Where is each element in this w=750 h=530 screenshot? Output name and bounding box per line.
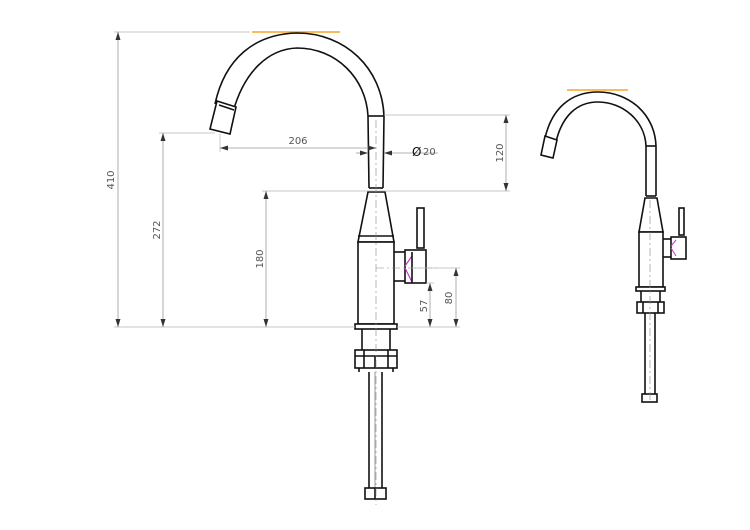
- dim-180-arrow-bottom: [263, 319, 269, 327]
- dim-272-label: 272: [152, 220, 163, 239]
- dim-80-arrow-top: [453, 268, 459, 276]
- lever-chamfer-2: [404, 267, 413, 283]
- secondary-nut: [636, 301, 665, 314]
- secondary-lever-stem: [678, 207, 685, 236]
- secondary-cone: [638, 197, 664, 233]
- secondary-faucet-view: [540, 89, 687, 403]
- dim-dia-label: 20: [423, 147, 436, 158]
- lever-block: [404, 249, 427, 284]
- dim-180-arrow-top: [263, 191, 269, 199]
- secondary-lever-chamfer: [670, 247, 677, 257]
- secondary-hose-fitting: [641, 393, 658, 403]
- dim-dia-arrow-right: [384, 150, 392, 156]
- secondary-lever-chamfer-2: [670, 239, 677, 247]
- dim-410-arrow-top: [115, 32, 121, 40]
- spout-inner-arc: [232, 47, 369, 117]
- secondary-spout-outer: [544, 91, 657, 147]
- dim-180-label: 180: [255, 249, 266, 268]
- spout-tube-right: [382, 115, 385, 189]
- main-faucet-view: [209, 31, 440, 505]
- secondary-aerator: [540, 134, 558, 159]
- dim-120-label: 120: [495, 143, 506, 162]
- dim-272-arrow-bottom: [160, 319, 166, 327]
- secondary-base: [635, 286, 666, 292]
- dim-80-arrow-bottom: [453, 319, 459, 327]
- dim-120-arrow-top: [503, 115, 509, 123]
- dimension-lines: 410 272 180 206 Ø 20 120 80: [106, 31, 510, 328]
- dim-57-arrow-top: [427, 283, 433, 291]
- dim-57-arrow-bottom: [427, 319, 433, 327]
- secondary-body: [638, 231, 664, 288]
- dim-dia-symbol: Ø: [412, 145, 421, 159]
- lever-chamfer-1: [404, 255, 413, 267]
- dim-206-arrow-left: [220, 145, 228, 151]
- dim-206-arrow-right: [368, 145, 376, 151]
- dim-120-arrow-bottom: [503, 183, 509, 191]
- secondary-lever-block: [670, 236, 687, 260]
- secondary-spout-inner: [555, 101, 647, 147]
- dim-410-arrow-bottom: [115, 319, 121, 327]
- spout-tube-left: [367, 115, 370, 189]
- dim-dia-arrow-left: [360, 150, 368, 156]
- dim-57-label: 57: [419, 300, 430, 313]
- dim-410-label: 410: [106, 170, 117, 189]
- dim-206-label: 206: [288, 136, 307, 147]
- spout-outer-arc: [214, 32, 385, 117]
- dim-80-label: 80: [444, 292, 455, 305]
- dim-272-arrow-top: [160, 133, 166, 141]
- lever-stem: [416, 207, 425, 249]
- aerator-ring: [218, 104, 235, 111]
